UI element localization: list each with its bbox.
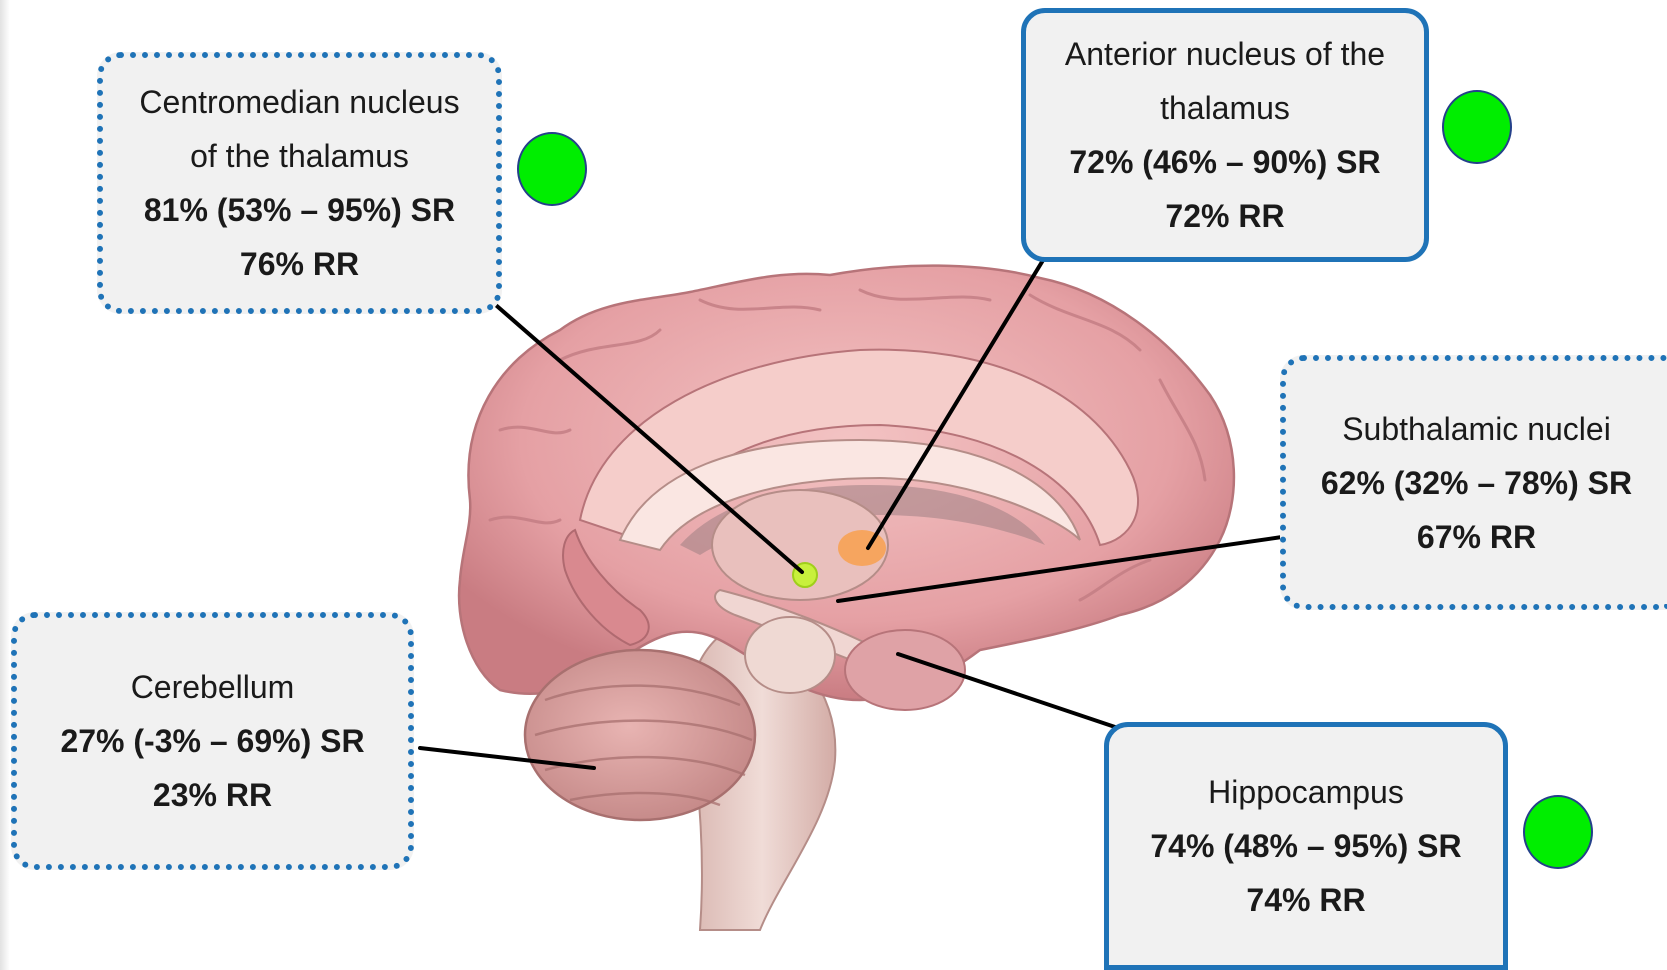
page-edge-shadow (0, 0, 10, 970)
temporal-pole (844, 629, 966, 711)
anterior-name-line2: thalamus (1160, 90, 1290, 126)
label-hippocampus: Hippocampus 74% (48% – 95%) SR 74% RR (1104, 722, 1508, 970)
thalamus (711, 489, 889, 601)
leader-line-hippocampus (896, 652, 1126, 732)
gyri-lines (488, 288, 1207, 602)
anterior-nucleus-highlight (838, 530, 886, 566)
hippocampus-sr: 74% (48% – 95%) SR (1150, 828, 1462, 864)
centromedian-name-line1: Centromedian nucleus (139, 84, 460, 120)
hippocampus-rr: 74% RR (1246, 882, 1366, 918)
cerebellum-shape (523, 648, 757, 822)
green-circle-icon (517, 132, 587, 206)
anterior-rr: 72% RR (1165, 198, 1285, 234)
centromedian-rr: 76% RR (239, 246, 360, 282)
subthalamic-name: Subthalamic nuclei (1342, 410, 1611, 447)
label-anterior-nucleus: Anterior nucleus of the thalamus 72% (46… (1021, 8, 1429, 262)
leader-line-subthalamic (836, 535, 1284, 603)
subthalamic-sr: 62% (32% – 78%) SR (1320, 464, 1633, 501)
midbrain (744, 616, 836, 694)
centromedian-sr: 81% (53% – 95%) SR (143, 192, 456, 228)
leader-lines (418, 250, 1284, 770)
cerebellum-sr: 27% (-3% – 69%) SR (60, 723, 365, 759)
anterior-name-line1: Anterior nucleus of the (1064, 36, 1386, 72)
hippocampus-name: Hippocampus (1208, 774, 1404, 810)
cerebellum-rr: 23% RR (152, 777, 273, 813)
cingulate-gyrus (578, 348, 1140, 547)
green-circle-icon (1523, 795, 1593, 869)
leader-line-anterior (866, 250, 1050, 550)
green-circle-icon (1442, 90, 1512, 164)
corpus-callosum (618, 438, 1081, 552)
label-centromedian-nucleus: Centromedian nucleus of the thalamus 81%… (97, 52, 502, 314)
leader-line-cerebellum (418, 746, 596, 770)
cerebellum-name: Cerebellum (130, 669, 295, 705)
centromedian-name-line2: of the thalamus (190, 138, 409, 174)
label-cerebellum: Cerebellum 27% (-3% – 69%) SR 23% RR (11, 612, 414, 870)
subthalamic-rr: 67% RR (1416, 518, 1537, 555)
leader-line-centromedian (488, 298, 804, 574)
anterior-sr: 72% (46% – 90%) SR (1069, 144, 1381, 180)
label-subthalamic-nuclei: Subthalamic nuclei 62% (32% – 78%) SR 67… (1280, 355, 1667, 610)
cerebellum-folia (534, 684, 753, 807)
frontal-medial-flap (562, 528, 650, 647)
